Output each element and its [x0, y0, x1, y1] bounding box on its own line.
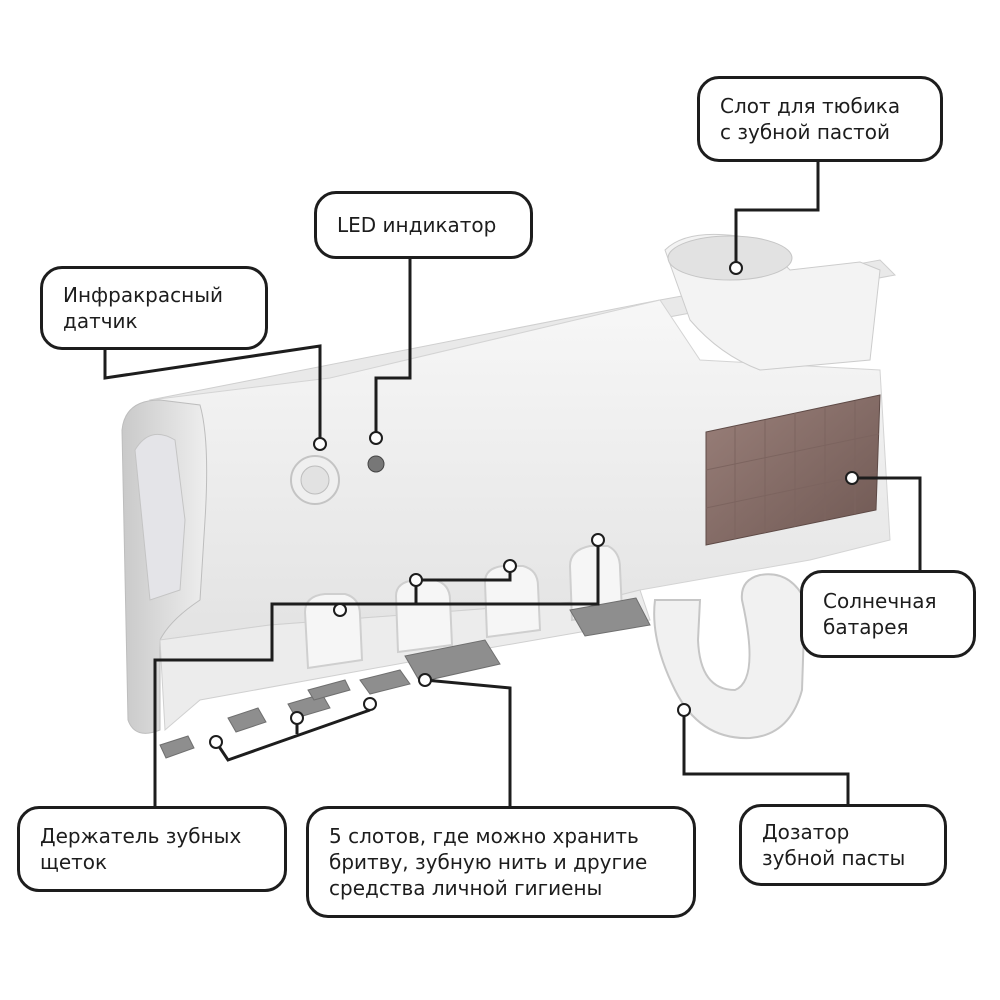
callout-solar-battery: Солнечная батарея [800, 570, 976, 658]
callout-tube-slot: Слот для тюбика с зубной пастой [697, 76, 943, 162]
callout-brush-holder-text: Держатель зубных щеток [40, 824, 242, 874]
callout-solar-battery-text: Солнечная батарея [823, 589, 937, 639]
storage-slots [159, 597, 651, 759]
toothbrush-holder [303, 545, 624, 670]
callout-slots-text: 5 слотов, где можно хранить бритву, зубн… [329, 824, 648, 900]
callout-slots: 5 слотов, где можно хранить бритву, зубн… [306, 806, 696, 918]
callout-tube-slot-text: Слот для тюбика с зубной пастой [720, 94, 901, 144]
leader-dots [209, 261, 859, 749]
callout-dispenser-text: Дозатор зубной пасты [762, 820, 906, 870]
solar-battery [705, 394, 881, 546]
callout-dispenser: Дозатор зубной пасты [739, 804, 947, 886]
callout-ir-sensor: Инфракрасный датчик [40, 266, 268, 350]
leader-lines [103, 162, 922, 806]
callout-ir-sensor-text: Инфракрасный датчик [63, 283, 223, 333]
led-indicator [367, 455, 385, 473]
callout-brush-holder: Держатель зубных щеток [17, 806, 287, 892]
callout-led-indicator: LED индикатор [314, 191, 533, 259]
infrared-sensor [290, 455, 340, 505]
callout-led-indicator-text: LED индикатор [337, 213, 497, 237]
device-body [121, 259, 897, 734]
tube-slot [664, 233, 881, 371]
toothpaste-dispenser [653, 573, 807, 740]
